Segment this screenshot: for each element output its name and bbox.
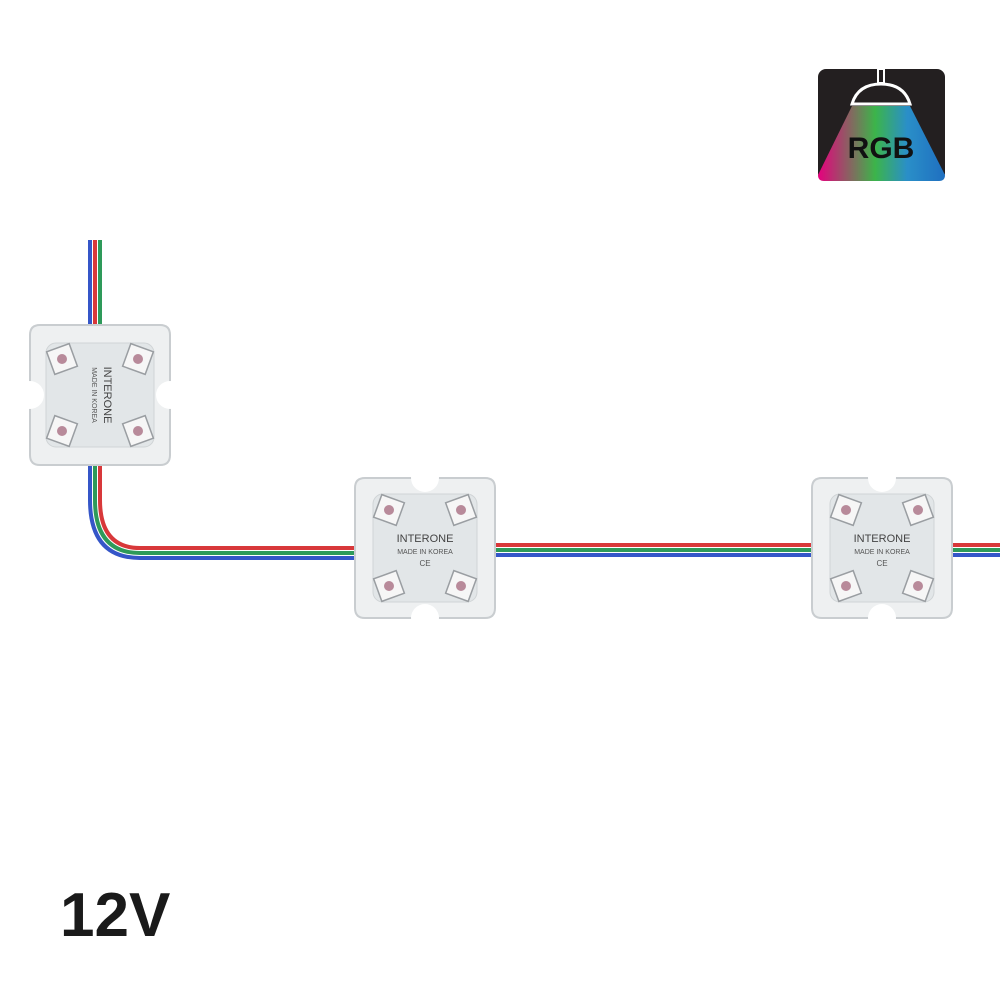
svg-text:CE: CE <box>419 559 430 568</box>
svg-text:INTERONE: INTERONE <box>854 533 911 545</box>
svg-text:MADE IN KOREA: MADE IN KOREA <box>854 549 910 556</box>
rgb-badge: RGB <box>818 68 945 181</box>
svg-text:MADE IN KOREA: MADE IN KOREA <box>397 549 453 556</box>
rgb-cable <box>88 240 1000 560</box>
svg-text:MADE IN KOREA: MADE IN KOREA <box>90 367 97 423</box>
svg-text:CE: CE <box>876 559 887 568</box>
led-module-1: INTERONE MADE IN KOREA <box>15 324 185 466</box>
svg-text:INTERONE: INTERONE <box>397 533 454 545</box>
led-module-2: INTERONE MADE IN KOREA CE <box>354 463 496 633</box>
voltage-label: 12V <box>60 881 171 950</box>
svg-text:INTERONE: INTERONE <box>101 367 113 424</box>
rgb-label: RGB <box>848 132 915 165</box>
rgb-lamp-icon <box>818 68 945 181</box>
led-module-3: INTERONE MADE IN KOREA CE <box>811 463 953 633</box>
